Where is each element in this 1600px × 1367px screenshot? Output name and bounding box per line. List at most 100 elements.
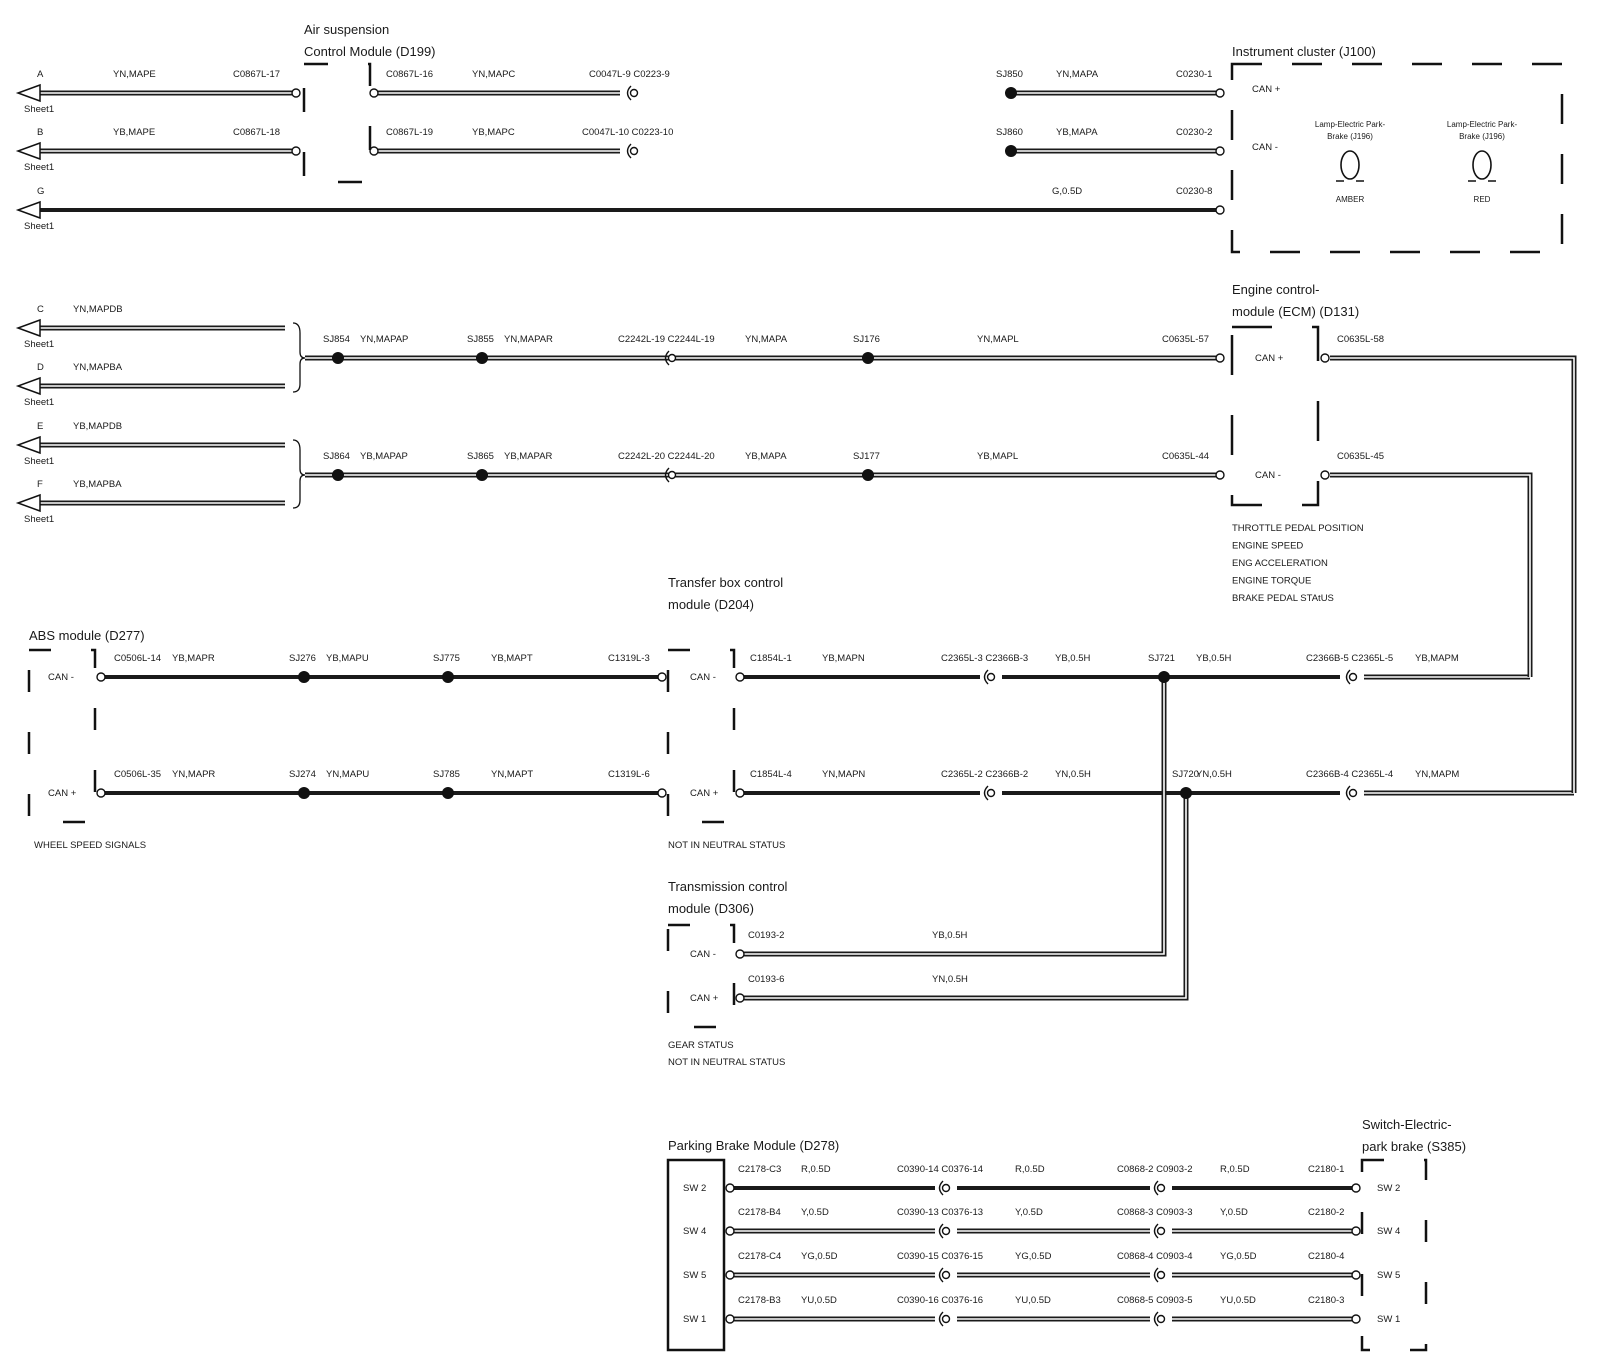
lamp-color-amber: AMBER	[1336, 195, 1365, 204]
pin-label-sw-sw4: SW 4	[1377, 1226, 1400, 1237]
module-title-transmission-line: module (D306)	[668, 901, 754, 916]
splice-label: SJ860	[996, 127, 1023, 138]
lamp-red-icon	[1468, 150, 1496, 182]
pin-tb-in-m	[657, 672, 667, 682]
module-title-air-suspension-line: Control Module (D199)	[304, 44, 436, 59]
module-title-switch-epb-line: park brake (S385)	[1362, 1139, 1466, 1154]
lamp-label-red-line: Brake (J196)	[1459, 132, 1505, 141]
wire-tcm-can-minus	[744, 677, 1167, 957]
lamp-label-amber: Lamp-Electric Park-Brake (J196)	[1315, 120, 1386, 141]
pin-label-tb-can-minus: CAN -	[690, 672, 716, 683]
splice-ic-1	[1005, 145, 1017, 157]
connector-label: C0867L-16	[386, 69, 433, 80]
connector-q-c2242l	[664, 467, 677, 483]
wire-label: YB,0.5H	[1055, 653, 1091, 664]
splice-n-1	[298, 787, 310, 799]
wire-ecm-q-return	[1330, 472, 1533, 677]
pin-sw-sw5	[1351, 1270, 1361, 1280]
wire-label: YN,0.5H	[1055, 769, 1091, 780]
offsheet-arrow-e	[15, 435, 41, 455]
offsheet-arrow-c	[15, 318, 41, 338]
pin-ic-c0230-8	[1215, 205, 1225, 215]
wire-label: YB,0.5H	[1196, 653, 1232, 664]
splice-label: SJ720	[1172, 769, 1199, 780]
sheet-ref-a: Sheet1	[24, 104, 54, 115]
splice-label: SJ274	[289, 769, 316, 780]
splice-m-2	[442, 671, 454, 683]
wire-label: G,0.5D	[1052, 186, 1082, 197]
connector-label: C0868-5 C0903-5	[1117, 1295, 1193, 1306]
module-abs	[27, 648, 97, 824]
splice-label: SJ865	[467, 451, 494, 462]
connector-s-c0390l	[938, 1223, 951, 1239]
splice-n-2	[442, 787, 454, 799]
connector-label: C0230-1	[1176, 69, 1212, 80]
connector-r-c0390l	[938, 1180, 951, 1196]
module-title-transfer-box-line: Transfer box control	[668, 575, 783, 590]
wire-label: YU,0.5D	[801, 1295, 837, 1306]
pin-ecm-q-out	[1320, 470, 1330, 480]
wire-label: YN,MAPAR	[504, 334, 553, 345]
wire-label: YB,MAPN	[822, 653, 865, 664]
wires-layer	[40, 90, 1577, 1322]
connector-b-c0047l	[626, 143, 639, 159]
pin-pb-sw4	[725, 1226, 735, 1236]
offsheet-arrow-b	[15, 141, 41, 161]
wire-label: YN,MAPL	[977, 334, 1019, 345]
module-title-parking-brake-line: Parking Brake Module (D278)	[668, 1138, 839, 1153]
wire-label: YG,0.5D	[801, 1251, 838, 1262]
splice-label: SJ177	[853, 451, 880, 462]
connector-a-c0047l	[626, 85, 639, 101]
wire-label: YB,MAPAP	[360, 451, 408, 462]
pin-label-pb-sw5: SW 5	[683, 1270, 706, 1281]
splice-label: SJ721	[1148, 653, 1175, 664]
pin-label-abs-can-plus: CAN +	[48, 788, 77, 799]
connector-m-c2366b	[1345, 669, 1358, 685]
pin-label-tcm-can-plus: CAN +	[690, 993, 719, 1004]
module-instrument-cluster	[1230, 62, 1564, 254]
wire-label: YN,MAPAP	[360, 334, 408, 345]
module-title-abs-line: ABS module (D277)	[29, 628, 145, 643]
connector-label: C0193-6	[748, 974, 784, 985]
module-title-ecm: Engine control-module (ECM) (D131)	[1232, 282, 1359, 319]
connector-label: C0506L-14	[114, 653, 161, 664]
connector-u-c0868	[1153, 1267, 1166, 1283]
module-title-switch-epb-line: Switch-Electric-	[1362, 1117, 1452, 1132]
connector-v-c0868	[1153, 1311, 1166, 1327]
connector-label: C0868-3 C0903-3	[1117, 1207, 1193, 1218]
wire-label: YB,MAPL	[977, 451, 1018, 462]
splice-label: SJ854	[323, 334, 350, 345]
pin-tcm-can-minus	[735, 949, 745, 959]
pin-tb-out-m	[735, 672, 745, 682]
ecm-signal: ENG ACCELERATION	[1232, 558, 1328, 569]
connector-m-c2365l	[983, 669, 996, 685]
lamp-label-red-line: Lamp-Electric Park-	[1447, 120, 1518, 129]
connector-label: C0390-14 C0376-14	[897, 1164, 983, 1175]
offsheet-label-g: G	[37, 186, 44, 197]
tcm-note-2: NOT IN NEUTRAL STATUS	[668, 1057, 785, 1068]
splice-q-3	[862, 469, 874, 481]
splice-label: SJ850	[996, 69, 1023, 80]
wire-label: YB,MAPDB	[73, 421, 122, 432]
wire-label: YN,0.5H	[1196, 769, 1232, 780]
splice-sj720	[1180, 787, 1192, 799]
splice-label: SJ855	[467, 334, 494, 345]
offsheet-label-f: F	[37, 479, 43, 490]
connector-label: C0047L-9 C0223-9	[589, 69, 670, 80]
pin-ecm-p-out	[1320, 353, 1330, 363]
connector-label: C0390-15 C0376-15	[897, 1251, 983, 1262]
wire-label: YB,MAPE	[113, 127, 155, 138]
pin-ecm-p-in	[1215, 353, 1225, 363]
wire-label: YB,MAPA	[1056, 127, 1098, 138]
splice-label: SJ785	[433, 769, 460, 780]
wire-label: YU,0.5D	[1015, 1295, 1051, 1306]
connector-v-c0390l	[938, 1311, 951, 1327]
connector-label: C0635L-57	[1162, 334, 1209, 345]
wire-label: YN,MAPDB	[73, 304, 123, 315]
wire-label: R,0.5D	[1220, 1164, 1250, 1175]
pin-pb-sw2	[725, 1183, 735, 1193]
connector-label: C2180-1	[1308, 1164, 1344, 1175]
offsheet-arrow-g	[15, 200, 41, 220]
